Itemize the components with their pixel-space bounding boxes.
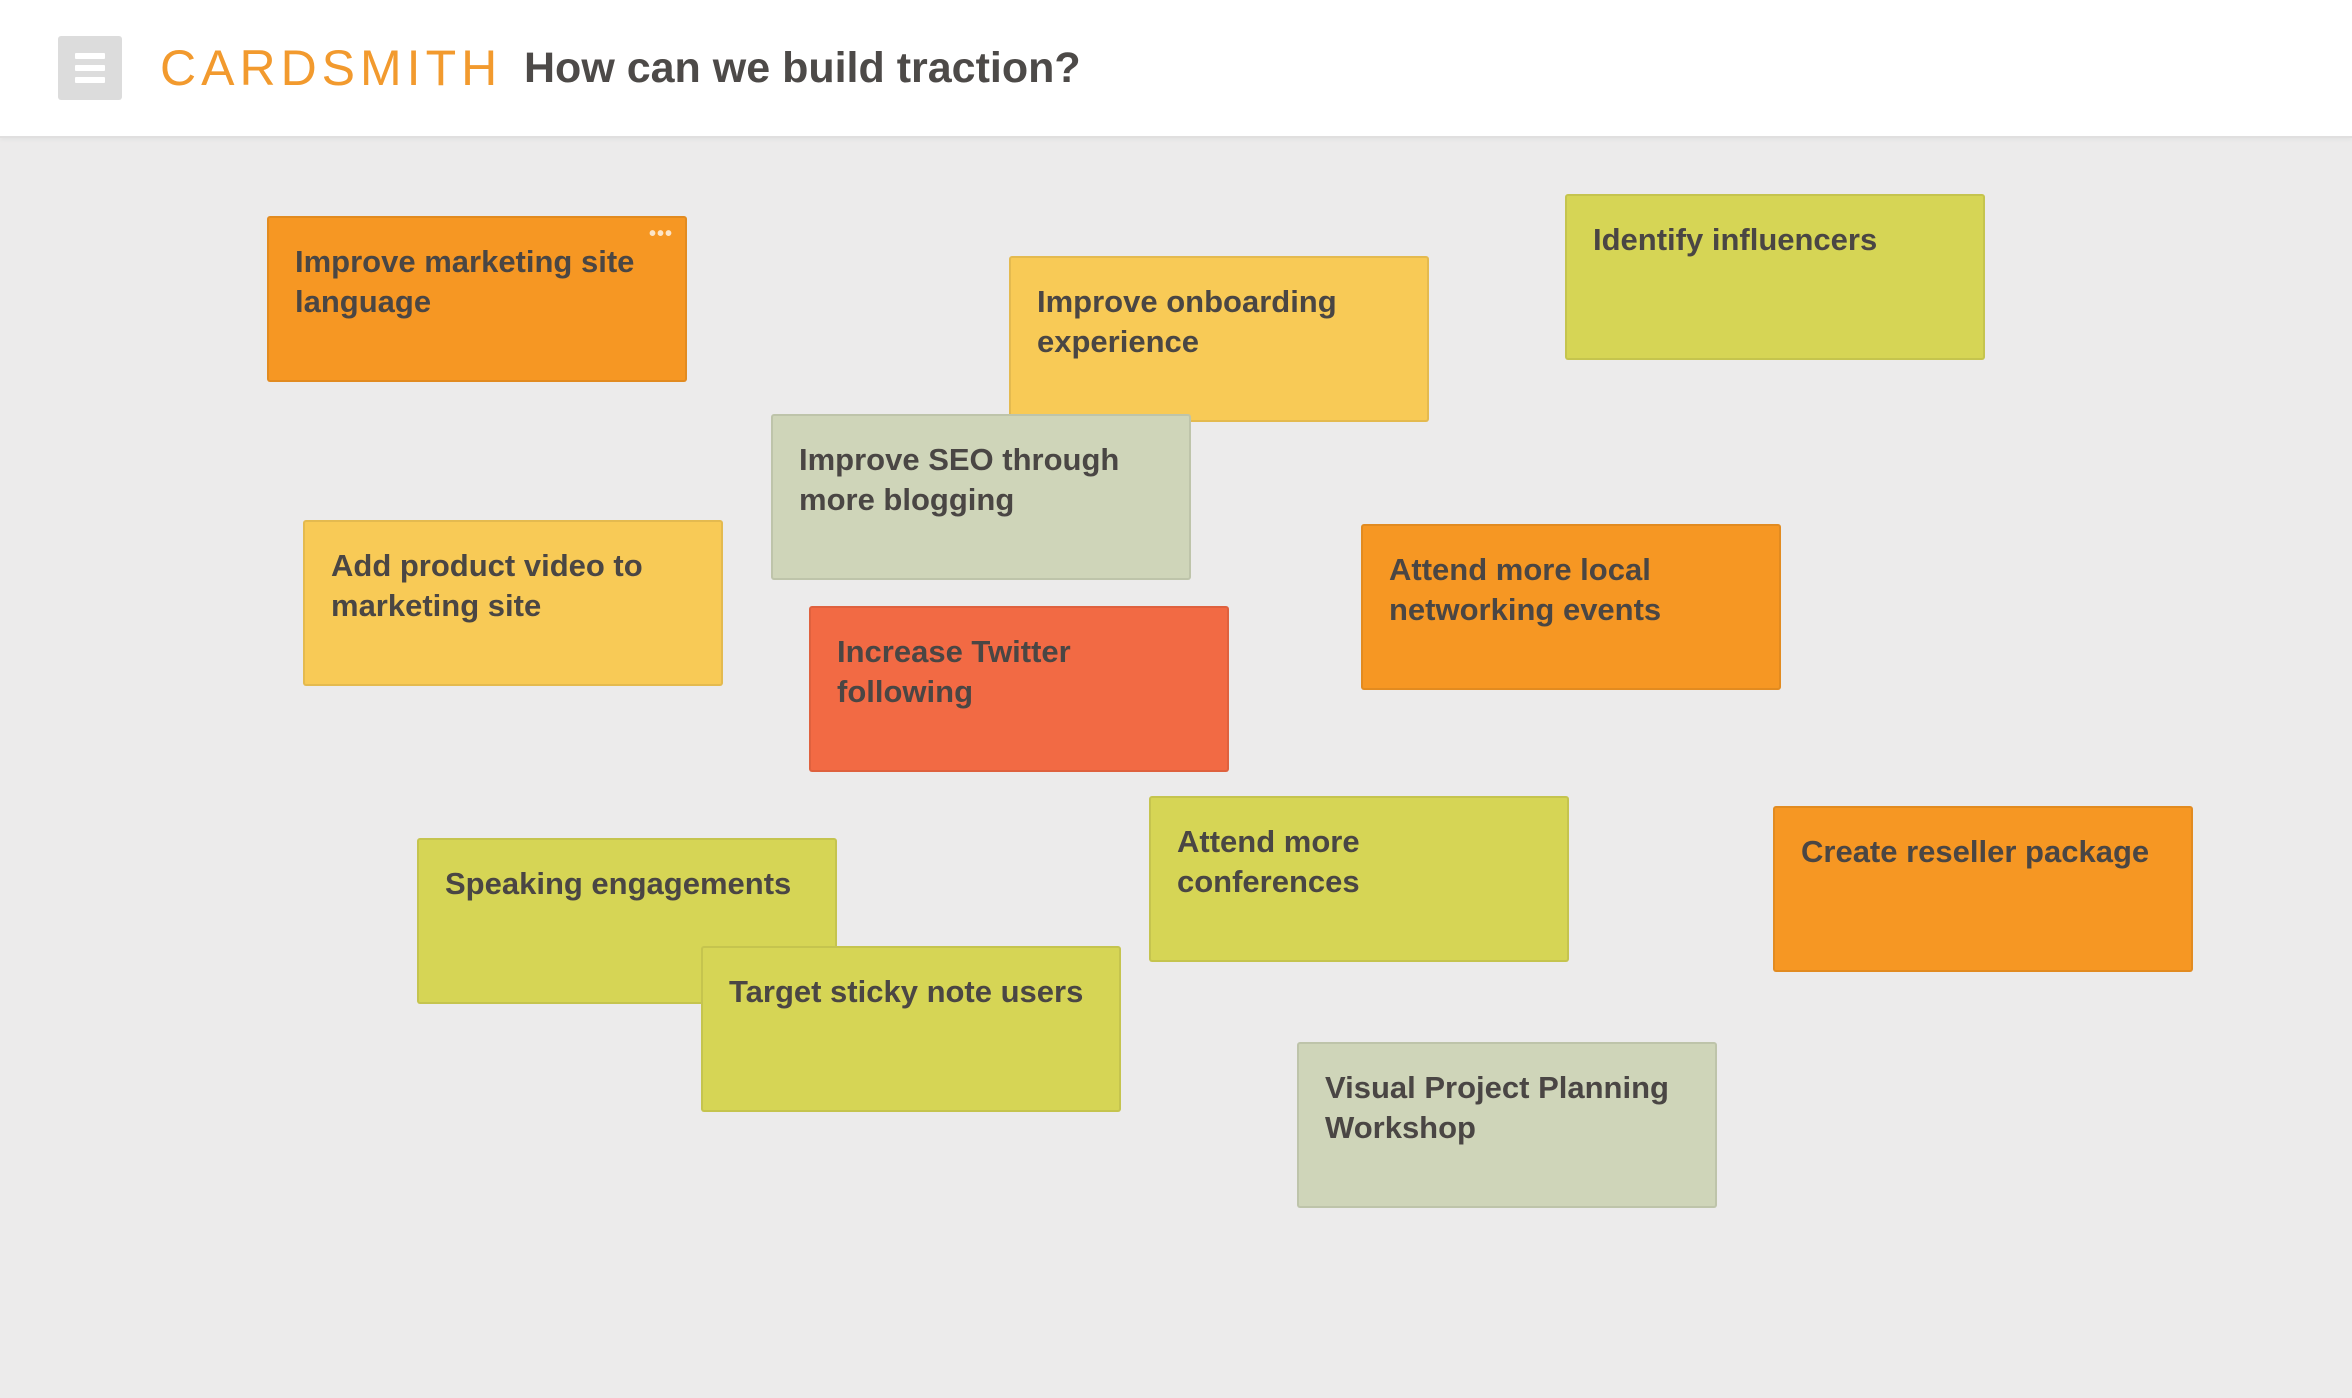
- card-attend-more-conferences[interactable]: Attend more conferences: [1149, 796, 1569, 962]
- card-text: Increase Twitter following: [837, 634, 1071, 709]
- card-improve-seo[interactable]: Improve SEO through more blogging: [771, 414, 1191, 580]
- hamburger-icon-bar: [75, 77, 105, 83]
- card-text: Identify influencers: [1593, 222, 1878, 257]
- top-bar: CARDSMITH How can we build traction?: [0, 0, 2352, 138]
- card-text: Improve onboarding experience: [1037, 284, 1337, 359]
- card-text: Add product video to marketing site: [331, 548, 643, 623]
- card-text: Attend more conferences: [1177, 824, 1360, 899]
- card-target-sticky-note-users[interactable]: Target sticky note users: [701, 946, 1121, 1112]
- card-text: Improve marketing site language: [295, 244, 635, 319]
- card-text: Visual Project Planning Workshop: [1325, 1070, 1669, 1145]
- hamburger-menu-button[interactable]: [58, 36, 122, 100]
- card-board: Improve marketing site language ••• Impr…: [0, 138, 2352, 1398]
- card-identify-influencers[interactable]: Identify influencers: [1565, 194, 1985, 360]
- card-add-product-video[interactable]: Add product video to marketing site: [303, 520, 723, 686]
- card-increase-twitter-following[interactable]: Increase Twitter following: [809, 606, 1229, 772]
- card-improve-onboarding-experience[interactable]: Improve onboarding experience: [1009, 256, 1429, 422]
- more-options-icon[interactable]: •••: [648, 223, 673, 245]
- board-title: How can we build traction?: [524, 44, 1081, 92]
- card-visual-project-planning-workshop[interactable]: Visual Project Planning Workshop: [1297, 1042, 1717, 1208]
- card-improve-marketing-site-language[interactable]: Improve marketing site language •••: [267, 216, 687, 382]
- card-text: Attend more local networking events: [1389, 552, 1662, 627]
- card-create-reseller-package[interactable]: Create reseller package: [1773, 806, 2193, 972]
- card-attend-local-networking[interactable]: Attend more local networking events: [1361, 524, 1781, 690]
- hamburger-icon-bar: [75, 65, 105, 71]
- card-text: Target sticky note users: [729, 974, 1084, 1009]
- hamburger-icon: [75, 53, 105, 59]
- card-text: Create reseller package: [1801, 834, 2150, 869]
- brand-logo[interactable]: CARDSMITH: [160, 40, 503, 96]
- card-text: Improve SEO through more blogging: [799, 442, 1120, 517]
- card-speaking-engagements[interactable]: Speaking engagements: [417, 838, 837, 1004]
- card-text: Speaking engagements: [445, 866, 792, 901]
